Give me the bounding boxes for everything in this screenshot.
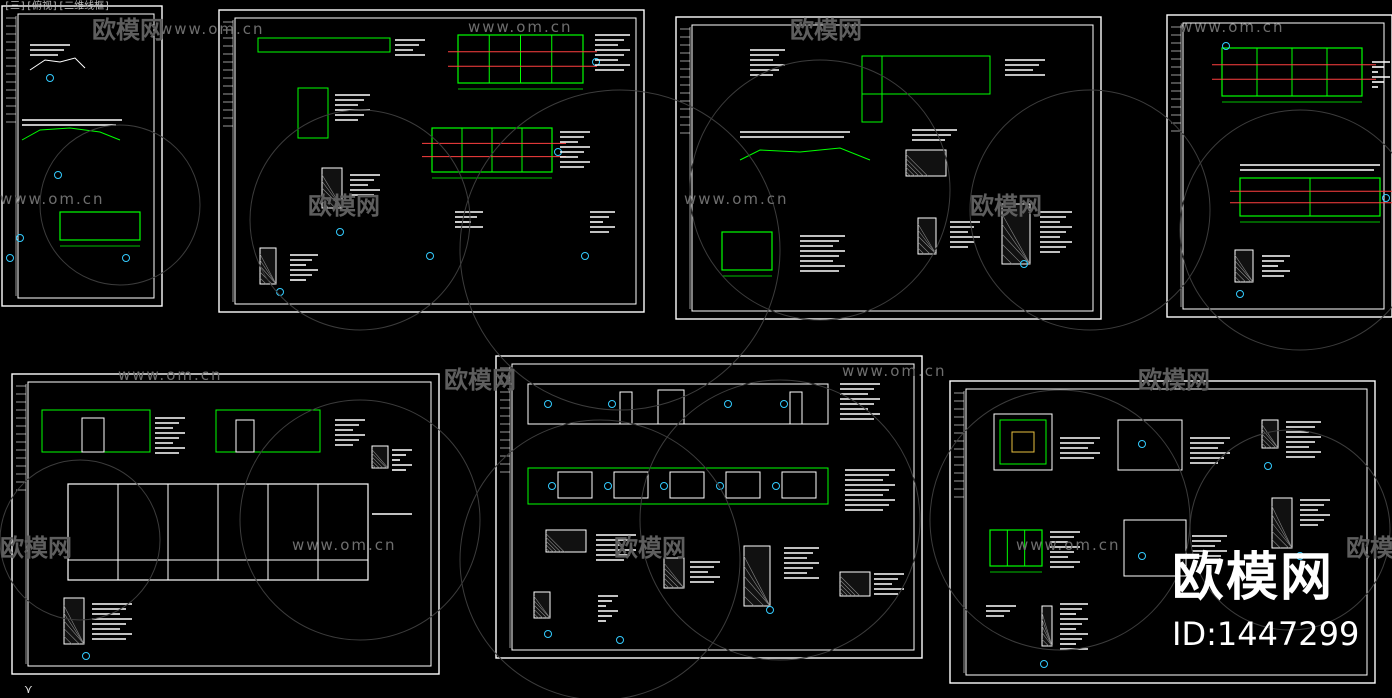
section-detail xyxy=(1001,203,1031,265)
callout-bubble xyxy=(1138,552,1146,560)
corner-brand-watermark: 欧模网 xyxy=(1172,548,1335,608)
callout-bubble xyxy=(772,482,780,490)
callout-bubble xyxy=(780,400,788,408)
callout-bubble xyxy=(16,234,24,242)
corner-id-watermark: ID:1447299 xyxy=(1172,615,1360,653)
viewport-tab-label[interactable]: [三][俯视][二维线框] xyxy=(4,1,111,12)
url-watermark: www.om.cn xyxy=(118,366,223,384)
callout-bubble xyxy=(1040,660,1048,668)
callout-bubble xyxy=(724,400,732,408)
door-detail xyxy=(297,87,329,139)
brand-watermark: 欧模网 xyxy=(1138,366,1210,394)
long-plan xyxy=(527,467,829,505)
ucs-arrow-icon: ⋎ xyxy=(24,682,33,696)
callout-bubble xyxy=(716,482,724,490)
callout-bubble xyxy=(1382,194,1390,202)
callout-bubble xyxy=(336,228,344,236)
callout-bubble xyxy=(608,400,616,408)
url-watermark: www.om.cn xyxy=(0,190,105,208)
section-detail xyxy=(545,529,587,553)
plan-square xyxy=(993,413,1053,471)
callout-bubble xyxy=(82,652,90,660)
watermark-circles xyxy=(0,59,1392,698)
brand-watermark: 欧模网 xyxy=(444,366,516,394)
elevation-strip xyxy=(257,37,391,53)
brand-watermark: 欧模网 xyxy=(790,16,862,44)
elevation-front xyxy=(41,409,151,453)
callout-bubble xyxy=(544,400,552,408)
drawing-sheet xyxy=(675,16,1102,320)
callout-bubble xyxy=(46,74,54,82)
drawing-sheets xyxy=(1,5,1392,684)
url-watermark: www.om.cn xyxy=(468,18,573,36)
drawing-sheet xyxy=(949,380,1376,684)
callout-bubble xyxy=(544,630,552,638)
callout-bubble xyxy=(616,636,624,644)
drawing-sheet xyxy=(1,5,163,307)
section-detail xyxy=(1234,249,1254,283)
callout-bubble xyxy=(581,252,589,260)
section-detail xyxy=(743,545,771,607)
callout-bubble xyxy=(604,482,612,490)
url-watermark: www.om.cn xyxy=(842,362,947,380)
elevation-panel xyxy=(989,529,1043,567)
section-detail xyxy=(259,247,277,285)
brand-watermark: 欧模网 xyxy=(614,534,686,562)
url-watermark: www.om.cn xyxy=(1180,18,1285,36)
section-detail xyxy=(533,591,551,619)
brand-watermark: 欧模网 xyxy=(1346,534,1392,562)
section-detail xyxy=(917,217,937,255)
callout-bubble xyxy=(1264,462,1272,470)
callout-bubble xyxy=(426,252,434,260)
callout-bubble xyxy=(6,254,14,262)
section-detail xyxy=(1271,497,1293,549)
brand-watermark: 欧模网 xyxy=(0,534,72,562)
callout-bubble xyxy=(660,482,668,490)
callout-bubble xyxy=(1020,260,1028,268)
section-detail xyxy=(905,149,947,177)
section-detail xyxy=(63,597,85,645)
elevation-panel xyxy=(59,211,141,241)
callout-bubble xyxy=(548,482,556,490)
brand-watermark: 欧模网 xyxy=(308,192,380,220)
callout-bubble xyxy=(766,606,774,614)
section-detail xyxy=(1261,419,1279,449)
url-watermark: www.om.cn xyxy=(160,20,265,38)
url-watermark: www.om.cn xyxy=(1016,536,1121,554)
callout-bubble xyxy=(1138,440,1146,448)
drawing-sheet xyxy=(1166,14,1392,318)
section-detail xyxy=(839,571,871,597)
drawing-sheet xyxy=(495,355,923,659)
callout-bubble xyxy=(54,171,62,179)
drawing-sheet xyxy=(218,9,645,313)
callout-bubble xyxy=(1296,552,1304,560)
drawing-sheet xyxy=(11,373,440,675)
url-watermark: www.om.cn xyxy=(292,536,397,554)
elevation-panel xyxy=(721,231,773,271)
url-watermark: www.om.cn xyxy=(684,190,789,208)
drawing-details xyxy=(6,34,1392,668)
callout-bubble xyxy=(1236,290,1244,298)
callout-bubble xyxy=(276,288,284,296)
brand-watermark: 欧模网 xyxy=(92,16,164,44)
brand-watermark: 欧模网 xyxy=(970,192,1042,220)
callout-bubble xyxy=(1222,42,1230,50)
callout-bubble xyxy=(122,254,130,262)
